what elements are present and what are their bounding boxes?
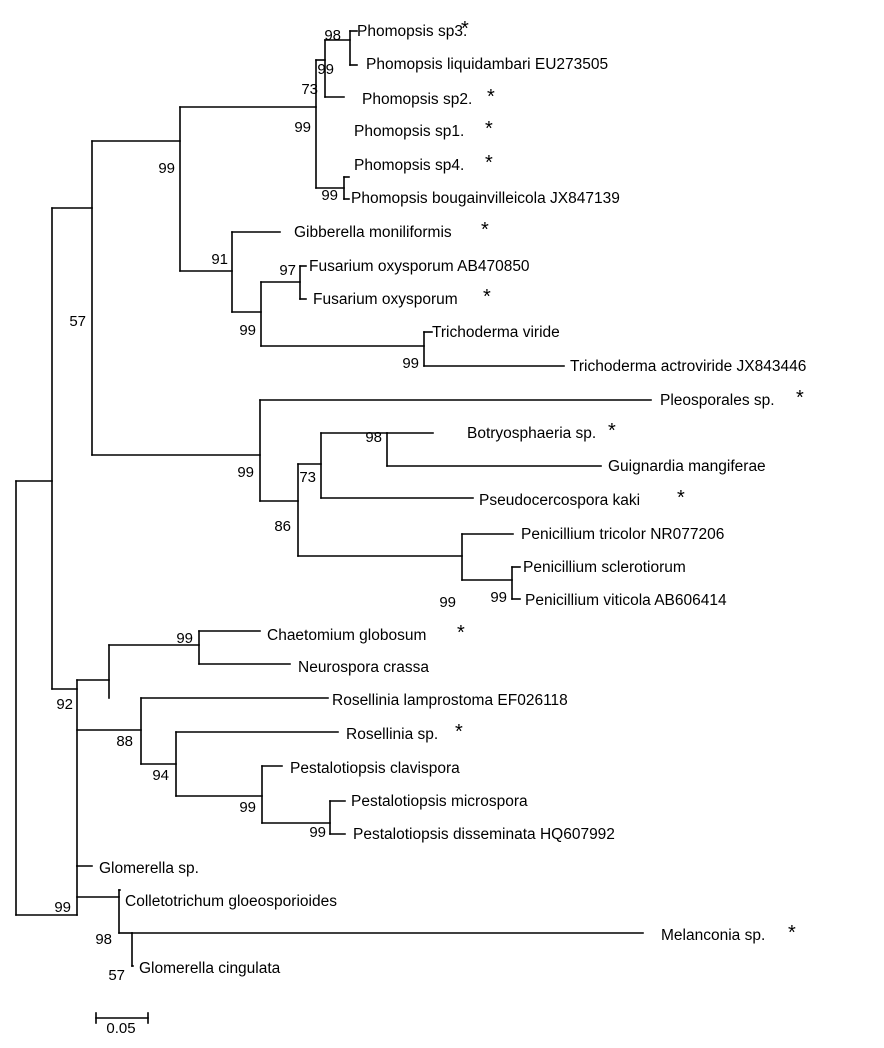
bootstrap-value: 99 — [321, 187, 338, 204]
leaf-label: Phomopsis sp3. — [357, 23, 467, 40]
bootstrap-value: 73 — [301, 81, 318, 98]
bootstrap-value: 99 — [439, 594, 456, 611]
novel-isolate-star: * — [461, 18, 469, 40]
leaf-label: Penicillium sclerotiorum — [523, 559, 686, 576]
bootstrap-value: 98 — [365, 429, 382, 446]
leaf-label: Pleosporales sp. — [660, 392, 775, 409]
leaf-label: Colletotrichum gloeosporioides — [125, 893, 337, 910]
novel-isolate-star: * — [483, 286, 491, 308]
leaf-labels: Phomopsis sp3. * Phomopsis liquidambari … — [99, 18, 806, 977]
leaf-label: Penicillium tricolor NR077206 — [521, 526, 724, 543]
bootstrap-value: 99 — [317, 61, 334, 78]
leaf-label: Botryosphaeria sp. — [467, 425, 596, 442]
leaf-label: Pseudocercospora kaki — [479, 492, 640, 509]
bootstrap-values: 98 99 73 99 99 99 97 91 99 99 57 98 73 8… — [54, 27, 507, 984]
novel-isolate-star: * — [455, 721, 463, 743]
leaf-label: Phomopsis sp1. — [354, 123, 464, 140]
bootstrap-value: 99 — [158, 160, 175, 177]
novel-isolate-star: * — [457, 622, 465, 644]
bootstrap-value: 99 — [294, 119, 311, 136]
novel-isolate-star: * — [677, 487, 685, 509]
bootstrap-value: 92 — [56, 696, 73, 713]
leaf-label: Fusarium oxysporum AB470850 — [309, 258, 530, 275]
leaf-label: Pestalotiopsis clavispora — [290, 760, 460, 777]
leaf-label: Pestalotiopsis disseminata HQ607992 — [353, 826, 615, 843]
leaf-label: Pestalotiopsis microspora — [351, 793, 528, 810]
leaf-label: Melanconia sp. — [661, 927, 765, 944]
leaf-label: Phomopsis liquidambari EU273505 — [366, 56, 608, 73]
novel-isolate-star: * — [485, 152, 493, 174]
scale-bar: 0.05 — [106, 1020, 135, 1037]
bootstrap-value: 97 — [279, 262, 296, 279]
bootstrap-value: 99 — [239, 322, 256, 339]
leaf-label: Phomopsis sp4. — [354, 157, 464, 174]
bootstrap-value: 91 — [211, 251, 228, 268]
bootstrap-value: 99 — [490, 589, 507, 606]
bootstrap-value: 99 — [176, 630, 193, 647]
bootstrap-value: 99 — [237, 464, 254, 481]
leaf-label: Fusarium oxysporum — [313, 291, 458, 308]
bootstrap-value: 99 — [239, 799, 256, 816]
leaf-label: Penicillium viticola AB606414 — [525, 592, 727, 609]
leaf-label: Trichoderma actroviride JX843446 — [570, 358, 806, 375]
novel-isolate-star: * — [788, 922, 796, 944]
bootstrap-value: 99 — [54, 899, 71, 916]
leaf-label: Phomopsis bougainvilleicola JX847139 — [351, 190, 620, 207]
leaf-label: Glomerella cingulata — [139, 960, 281, 977]
scale-bar-label: 0.05 — [106, 1020, 135, 1037]
bootstrap-value: 99 — [309, 824, 326, 841]
leaf-label: Phomopsis sp2. — [362, 91, 472, 108]
novel-isolate-star: * — [481, 219, 489, 241]
leaf-label: Trichoderma viride — [432, 324, 560, 341]
leaf-label: Guignardia mangiferae — [608, 458, 766, 475]
tree-branches — [15, 30, 652, 1024]
bootstrap-value: 98 — [324, 27, 341, 44]
leaf-label: Glomerella sp. — [99, 860, 199, 877]
leaf-label: Gibberella moniliformis — [294, 224, 452, 241]
bootstrap-value: 57 — [108, 967, 125, 984]
bootstrap-value: 73 — [299, 469, 316, 486]
bootstrap-value: 57 — [69, 313, 86, 330]
novel-isolate-star: * — [796, 387, 804, 409]
bootstrap-value: 99 — [402, 355, 419, 372]
leaf-label: Neurospora crassa — [298, 659, 429, 676]
novel-isolate-star: * — [608, 420, 616, 442]
leaf-label: Chaetomium globosum — [267, 627, 426, 644]
bootstrap-value: 86 — [274, 518, 291, 535]
bootstrap-value: 98 — [95, 931, 112, 948]
bootstrap-value: 88 — [116, 733, 133, 750]
leaf-label: Rosellinia lamprostoma EF026118 — [332, 692, 568, 709]
bootstrap-value: 94 — [152, 767, 169, 784]
leaf-label: Rosellinia sp. — [346, 726, 438, 743]
novel-isolate-star: * — [485, 118, 493, 140]
novel-isolate-star: * — [487, 86, 495, 108]
